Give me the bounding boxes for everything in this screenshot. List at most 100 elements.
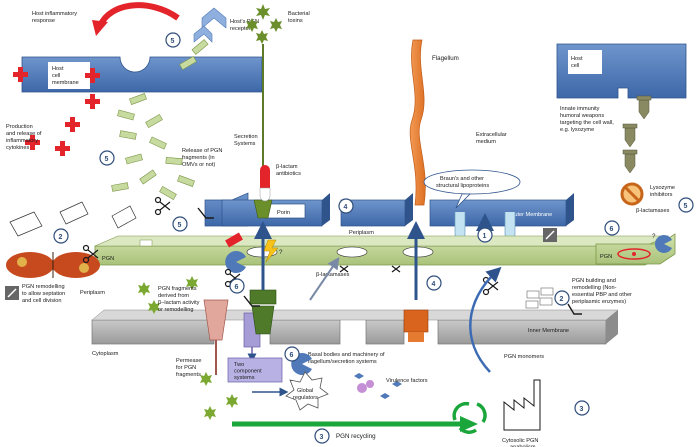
badge-4-a: 4	[338, 198, 354, 214]
pgn-layer	[94, 235, 669, 266]
periplasm-left-label: Periplasm	[80, 290, 105, 296]
recycle-icon	[452, 401, 487, 434]
lysozyme-inhibitor-icon	[620, 182, 644, 206]
factory-icon	[503, 379, 541, 431]
svg-text:5: 5	[178, 222, 182, 229]
svg-text:6: 6	[290, 352, 294, 359]
svg-text:5: 5	[105, 156, 109, 163]
pgn-left-label: PGN	[102, 256, 114, 262]
pgn-fragment-stars	[138, 276, 238, 420]
question-mark-right: ?	[652, 233, 656, 240]
badge-5-left: 5	[99, 150, 115, 166]
outer-membrane	[204, 192, 574, 227]
beta-lactamase-arrow	[309, 257, 340, 301]
badge-3-right: 3	[574, 400, 590, 416]
inflammatory-arrowhead	[92, 20, 108, 36]
svg-text:6: 6	[610, 226, 614, 233]
brauns-callout	[423, 169, 521, 195]
wrench-icons	[197, 207, 582, 315]
svg-text:5: 5	[684, 203, 688, 210]
badge-6-left: 6	[229, 278, 245, 294]
inner-membrane-label: Inner Membrane	[528, 328, 569, 334]
host-cell-right	[556, 43, 687, 99]
monomers-to-pgn-arrow	[469, 266, 502, 373]
svg-text:4: 4	[344, 204, 348, 211]
periplasm-top-label: Periplasm	[349, 230, 374, 236]
pgn-recycling-label: PGN recycling	[336, 433, 376, 440]
septation-image	[6, 252, 100, 278]
secretion-basal-body	[249, 289, 277, 335]
beta-lactamase-icons	[225, 234, 672, 376]
beta-lactamases-right-label: β-lactamases	[636, 208, 670, 214]
flagellum	[409, 39, 426, 206]
badge-2-left: 2	[53, 228, 69, 244]
badge-5-right: 5	[678, 197, 694, 213]
shovel-handle-right	[545, 230, 555, 240]
pgn-right-label: PGN	[600, 254, 612, 260]
inner-membrane	[91, 309, 619, 345]
badge-5-top: 5	[165, 32, 181, 48]
beta-lactam-capsule-2	[225, 232, 243, 248]
virulence-label: Virulence factors	[386, 378, 428, 384]
virulence-factors-icon	[354, 373, 402, 399]
badge-3-bottom: 3	[314, 428, 330, 444]
badge-5-mid: 5	[172, 216, 188, 232]
host-receptors-icon	[193, 7, 227, 43]
cytosolic-anabolism-label: Cytosolic PGNanabolism	[502, 438, 538, 447]
flagellum-basal-body	[403, 309, 429, 342]
svg-text:5: 5	[171, 38, 175, 45]
svg-text:3: 3	[580, 406, 584, 413]
lightning-icon	[263, 239, 279, 263]
pgn-monomers-label: PGN monomers	[504, 354, 544, 360]
saw-icons	[9, 201, 137, 237]
global-regulators-shape	[285, 371, 329, 411]
flagellum-label: Flagellum	[432, 55, 459, 62]
pgn-monomers-icon	[525, 287, 554, 309]
lipoproteins	[454, 212, 516, 240]
question-mark-center: ?	[279, 249, 283, 256]
cytokine-crosses	[13, 67, 100, 156]
badge-1: 1	[477, 227, 493, 243]
badge-6-right: 6	[604, 220, 620, 236]
host-cell-membrane	[21, 56, 263, 93]
badge-2-right: 2	[554, 290, 570, 306]
svg-text:4: 4	[432, 281, 436, 288]
pgn-recycling-arrowhead	[460, 416, 478, 432]
lysozyme-icons	[622, 95, 652, 174]
cytoplasm-label: Cytoplasm	[92, 351, 119, 357]
svg-text:6: 6	[235, 284, 239, 291]
permease	[203, 299, 229, 375]
badge-4-b: 4	[426, 275, 442, 291]
badge-6-mid: 6	[284, 346, 300, 362]
inflammatory-response-arrow	[97, 2, 180, 28]
porin-label: Porin	[277, 210, 290, 216]
svg-text:2: 2	[59, 234, 63, 241]
pgn-fragments-released	[111, 39, 209, 201]
outer-membrane-label: Outer Membrane	[510, 212, 552, 218]
shovel-handle-left	[7, 288, 17, 298]
svg-text:2: 2	[560, 296, 564, 303]
svg-text:1: 1	[483, 233, 487, 240]
beta-lactamases-center-label: β-lactamases	[316, 272, 350, 278]
svg-text:3: 3	[320, 434, 324, 441]
